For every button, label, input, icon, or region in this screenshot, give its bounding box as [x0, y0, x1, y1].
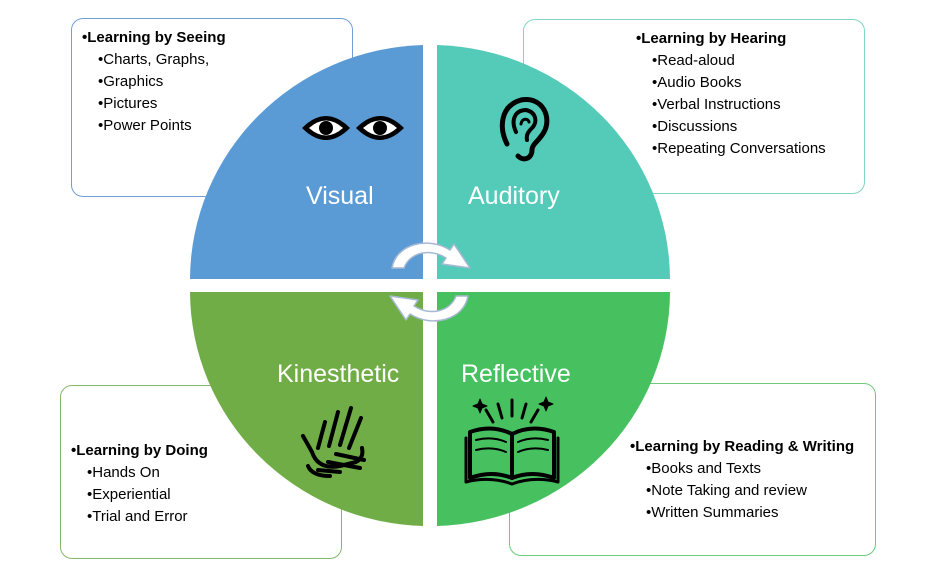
kinesthetic-quadrant [190, 292, 423, 526]
kinesthetic-item-list: •Hands On •Experiential •Trial and Error [71, 462, 341, 528]
hands-icon [301, 406, 366, 478]
auditory-label: Auditory [468, 182, 560, 210]
list-item: •Discussions [652, 118, 738, 135]
reflective-label: Reflective [461, 360, 571, 388]
list-item: •Charts, Graphs, [98, 51, 210, 68]
kinesthetic-label: Kinesthetic [277, 360, 400, 388]
reflective-box-heading: •Learning by Reading & Writing [630, 438, 855, 455]
list-item: •Note Taking and review [646, 482, 807, 499]
reflective-quadrant [437, 292, 670, 526]
list-item: •Read-aloud [652, 52, 735, 69]
visual-item-list: •Charts, Graphs, •Graphics •Pictures •Po… [82, 49, 352, 137]
cycle-arrows-icon [389, 242, 471, 322]
list-item: •Graphics [98, 73, 164, 90]
list-item: •Experiential [87, 486, 171, 503]
visual-quadrant [190, 45, 423, 279]
list-item: •Power Points [98, 117, 192, 134]
eyes-icon [302, 116, 404, 140]
kinesthetic-box-heading: •Learning by Doing [71, 442, 208, 459]
ear-icon [499, 97, 550, 162]
list-item: •Hands On [87, 464, 160, 481]
list-item: •Pictures [98, 95, 158, 112]
list-item: •Verbal Instructions [652, 96, 781, 113]
auditory-item-list: •Read-aloud •Audio Books •Verbal Instruc… [636, 50, 864, 160]
list-item: •Trial and Error [87, 508, 188, 525]
visual-label: Visual [306, 182, 374, 210]
list-item: •Repeating Conversations [652, 140, 826, 157]
auditory-box-heading: •Learning by Hearing [636, 30, 787, 47]
list-item: •Written Summaries [646, 504, 779, 521]
visual-box-heading: •Learning by Seeing [82, 29, 226, 46]
open-book-icon [464, 396, 560, 486]
reflective-item-list: •Books and Texts •Note Taking and review… [630, 458, 875, 524]
auditory-quadrant [437, 45, 670, 279]
list-item: •Books and Texts [646, 460, 762, 477]
list-item: •Audio Books [652, 74, 742, 91]
